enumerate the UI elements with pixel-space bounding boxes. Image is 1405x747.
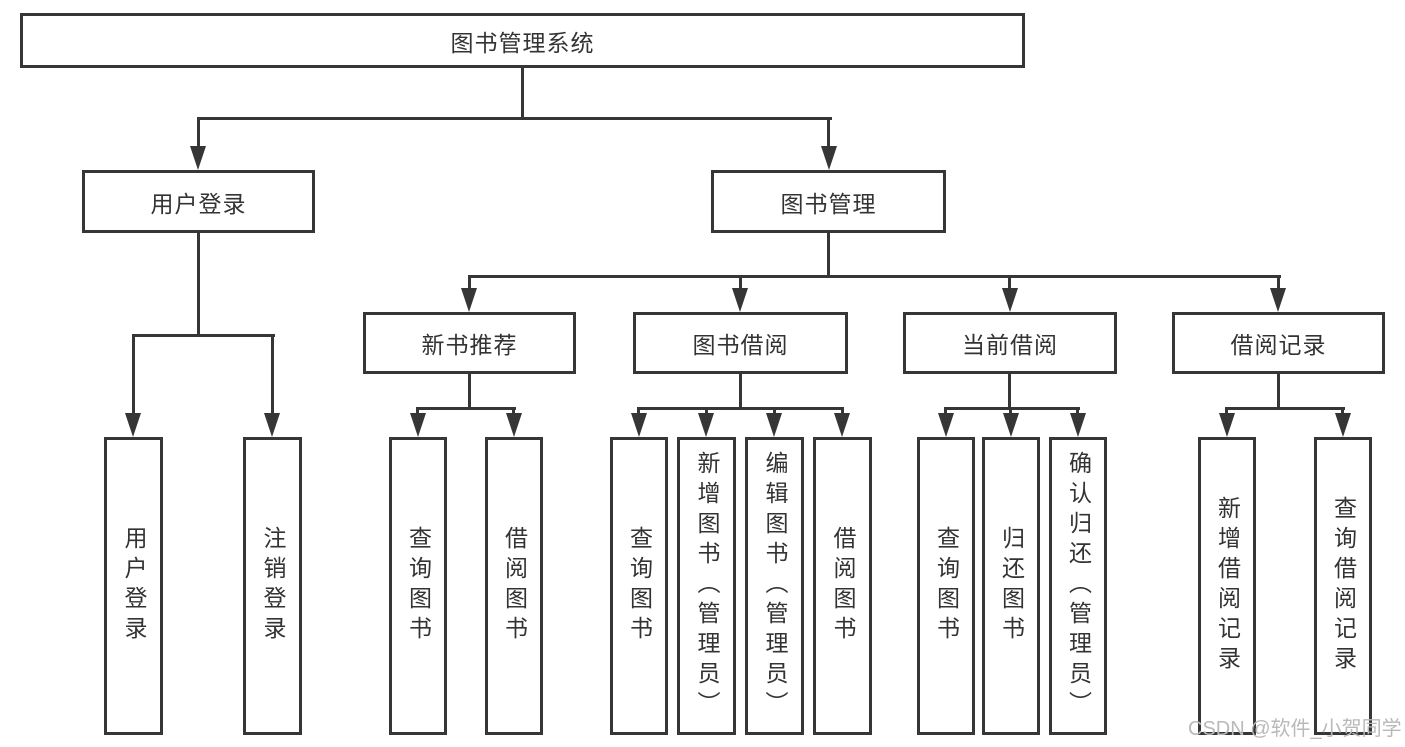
connector-borrow-stem [739,374,742,410]
arrow-down-icon [1219,413,1235,437]
connector-records-bar [1225,407,1345,410]
connector-records-drop-2 [1341,407,1344,417]
leaf-query-borrow-record: 查询借阅记录 [1314,437,1372,735]
connector-borrow-drop-3 [773,407,776,417]
leaf-query-book-current: 查询图书 [917,437,975,735]
leaf-logout: 注销登录 [243,437,302,735]
connector-borrow-drop-4 [841,407,844,417]
connector-records-drop-1 [1225,407,1228,417]
arrow-down-icon [190,146,206,170]
arrow-down-icon [834,413,850,437]
node-book-borrow: 图书借阅 [633,312,848,374]
connector-mgmt-bar [468,275,1281,278]
connector-recommend-bar [416,407,516,410]
arrow-down-icon [766,413,782,437]
leaf-query-book-recommend: 查询图书 [389,437,447,735]
connector-current-drop-1 [944,407,947,417]
connector-records-stem [1277,374,1280,410]
leaf-borrow-book-recommend: 借阅图书 [485,437,543,735]
leaf-user-login: 用户登录 [104,437,163,735]
connector-current-drop-2 [1009,407,1012,417]
connector-recommend-stem [468,374,471,410]
connector-recommend-drop-1 [416,407,419,417]
connector-root-bar [197,117,832,120]
arrow-down-icon [461,288,477,312]
connector-mgmt-drop-3 [1008,275,1011,292]
connector-current-drop-3 [1076,407,1079,417]
arrow-down-icon [264,413,280,437]
connector-login-drop-2 [271,334,274,417]
leaf-edit-book-admin: 编辑图书（管理员） [745,437,804,735]
node-current-borrow: 当前借阅 [903,312,1117,374]
arrow-down-icon [410,413,426,437]
arrow-down-icon [125,413,141,437]
connector-mgmt-drop-2 [739,275,742,292]
connector-mgmt-drop-1 [468,275,471,292]
connector-recommend-drop-2 [512,407,515,417]
connector-mgmt-stem [827,233,830,278]
leaf-add-borrow-record: 新增借阅记录 [1198,437,1256,735]
leaf-borrow-book: 借阅图书 [813,437,872,735]
connector-borrow-bar [637,407,844,410]
leaf-query-book-borrow: 查询图书 [610,437,668,735]
leaf-confirm-return-admin: 确认归还（管理员） [1049,437,1107,735]
connector-root-drop-right [827,117,830,150]
connector-mgmt-drop-4 [1277,275,1280,292]
connector-login-drop-1 [132,334,135,417]
arrow-down-icon [1070,413,1086,437]
arrow-down-icon [506,413,522,437]
arrow-down-icon [1270,288,1286,312]
connector-current-stem [1008,374,1011,410]
node-book-management: 图书管理 [711,170,946,233]
csdn-watermark: CSDN @软件_小贺同学 [1188,718,1402,740]
arrow-down-icon [1335,413,1351,437]
connector-login-bar [132,334,275,337]
arrow-down-icon [1003,413,1019,437]
arrow-down-icon [732,288,748,312]
leaf-return-book: 归还图书 [982,437,1040,735]
arrow-down-icon [698,413,714,437]
connector-current-bar [944,407,1080,410]
connector-login-stem [197,233,200,335]
arrow-down-icon [1002,288,1018,312]
arrow-down-icon [821,146,837,170]
arrow-down-icon [631,413,647,437]
connector-borrow-drop-1 [637,407,640,417]
arrow-down-icon [938,413,954,437]
node-user-login: 用户登录 [82,170,315,233]
node-borrow-records: 借阅记录 [1172,312,1385,374]
leaf-add-book-admin: 新增图书（管理员） [677,437,736,735]
node-new-book-recommend: 新书推荐 [363,312,576,374]
connector-borrow-drop-2 [705,407,708,417]
connector-root-drop-left [197,117,200,150]
connector-root-stem [521,68,524,118]
node-root-library-system: 图书管理系统 [20,13,1025,68]
